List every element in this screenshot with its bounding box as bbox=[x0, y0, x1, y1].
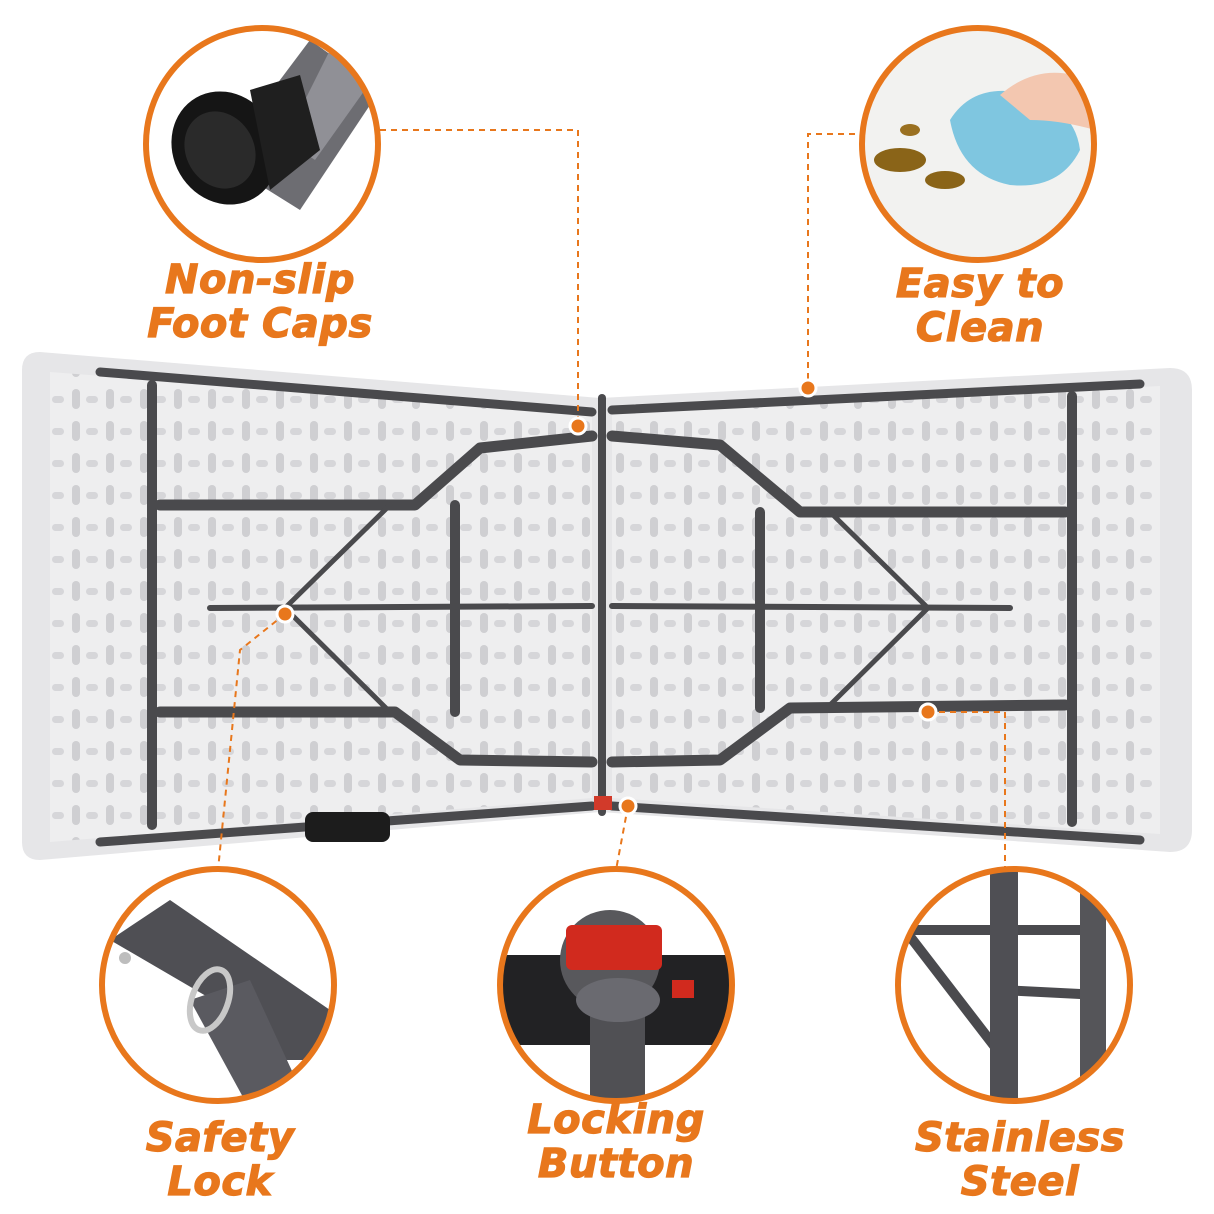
label-locking-button-line2: Button bbox=[537, 1141, 695, 1187]
safety-ring-lock-icon bbox=[99, 866, 337, 1104]
label-easy-clean-line1: Easy to bbox=[895, 261, 1065, 307]
rubber-foot-cap-icon bbox=[143, 25, 381, 263]
label-safety-lock-line1: Safety bbox=[145, 1115, 295, 1161]
callout-dots bbox=[275, 378, 938, 816]
label-locking-button: Locking Button bbox=[496, 1097, 736, 1187]
label-stainless-steel: Stainless Steel bbox=[880, 1115, 1160, 1205]
red-locking-button-icon bbox=[497, 866, 735, 1104]
label-easy-clean: Easy to Clean bbox=[860, 261, 1100, 351]
table-top bbox=[22, 352, 1192, 860]
label-foot-caps: Non-slip Foot Caps bbox=[130, 257, 390, 347]
label-easy-clean-line2: Clean bbox=[915, 305, 1045, 351]
carry-handle bbox=[305, 812, 390, 842]
label-safety-lock-line2: Lock bbox=[167, 1159, 273, 1205]
hinge-locking-button bbox=[594, 796, 612, 810]
label-safety-lock: Safety Lock bbox=[110, 1115, 330, 1205]
label-stainless-steel-line1: Stainless bbox=[914, 1115, 1126, 1161]
callout-leaders bbox=[217, 129, 1006, 871]
steel-frame bbox=[95, 367, 1145, 847]
label-foot-caps-line1: Non-slip bbox=[164, 257, 355, 303]
label-foot-caps-line2: Foot Caps bbox=[147, 301, 373, 347]
label-stainless-steel-line2: Steel bbox=[960, 1159, 1080, 1205]
cleaning-cloth-icon bbox=[859, 25, 1097, 263]
label-locking-button-line1: Locking bbox=[527, 1097, 705, 1143]
steel-tube-frame-icon bbox=[895, 866, 1133, 1104]
